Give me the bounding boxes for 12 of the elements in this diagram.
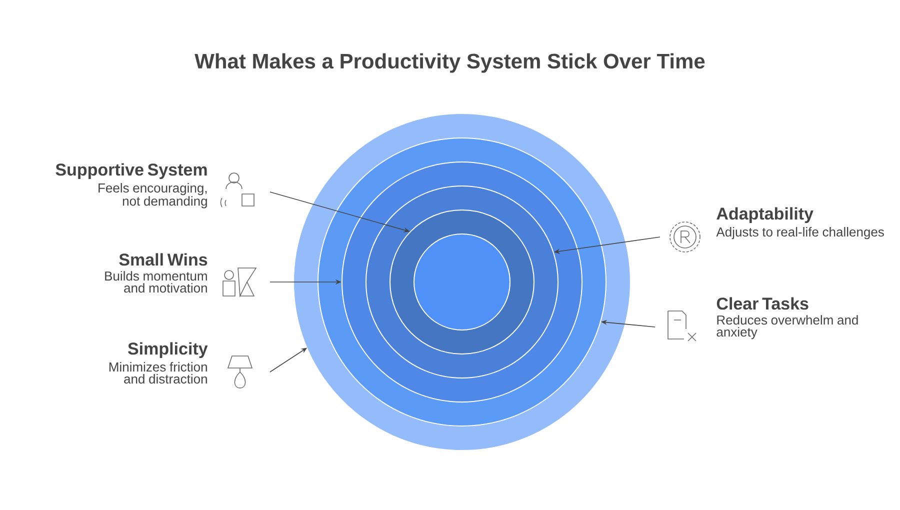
heading: Adaptability bbox=[716, 207, 814, 224]
description: Builds momentum and motivation bbox=[105, 271, 207, 293]
description: Feels encouraging, not demanding bbox=[98, 183, 207, 208]
description: Minimizes friction and distraction bbox=[109, 362, 207, 384]
ring bbox=[414, 233, 510, 330]
heading: Small Wins bbox=[119, 253, 208, 266]
description: Reduces overwhelm and anxiety bbox=[716, 315, 858, 340]
description: Adjusts to real-life challenges bbox=[716, 227, 884, 240]
title: What Makes a Productivity System Stick Over Time bbox=[194, 53, 705, 73]
heading: Supportive System bbox=[56, 163, 207, 180]
heading: Simplicity bbox=[128, 342, 208, 358]
heading: Clear Tasks bbox=[716, 297, 808, 310]
